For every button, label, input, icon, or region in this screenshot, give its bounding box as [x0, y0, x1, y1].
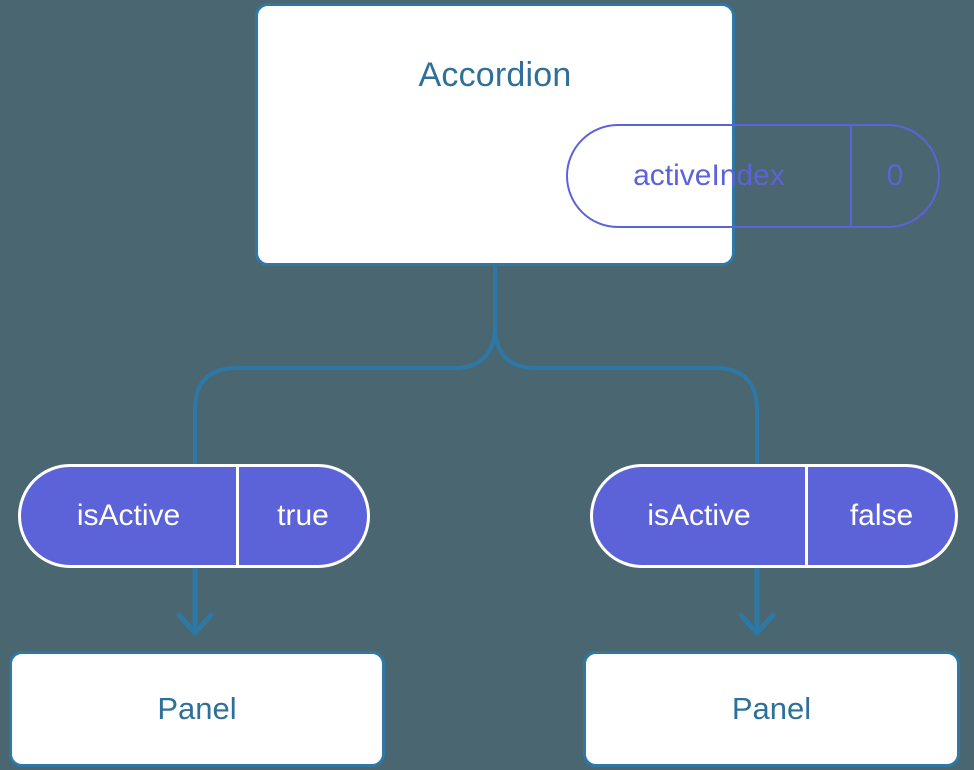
prop-badge-key: activeIndex — [633, 159, 785, 192]
panel-node-title: Panel — [731, 691, 812, 726]
accordion-node-title: Accordion — [418, 56, 572, 94]
panel-node-left[interactable]: Panel — [9, 651, 385, 767]
tree-connector-path-right — [493, 264, 759, 468]
prop-badge-value: false — [805, 467, 955, 565]
panel-node-title: Panel — [157, 691, 237, 726]
prop-badge-key: isActive — [647, 499, 751, 532]
arrow-head-right — [738, 612, 776, 636]
tree-connector-path — [193, 264, 497, 468]
prop-badge-active-index[interactable]: activeIndex 0 — [566, 124, 940, 228]
panel-node-right[interactable]: Panel — [583, 651, 960, 767]
prop-badge-value: 0 — [850, 126, 938, 226]
arrow-head-left — [176, 612, 214, 636]
prop-badge-is-active-true[interactable]: isActive true — [18, 464, 370, 568]
accordion-node[interactable]: Accordion activeIndex 0 — [255, 3, 940, 266]
prop-badge-value: true — [236, 467, 367, 565]
prop-badge-is-active-false[interactable]: isActive false — [590, 464, 958, 568]
prop-badge-key: isActive — [76, 499, 181, 532]
